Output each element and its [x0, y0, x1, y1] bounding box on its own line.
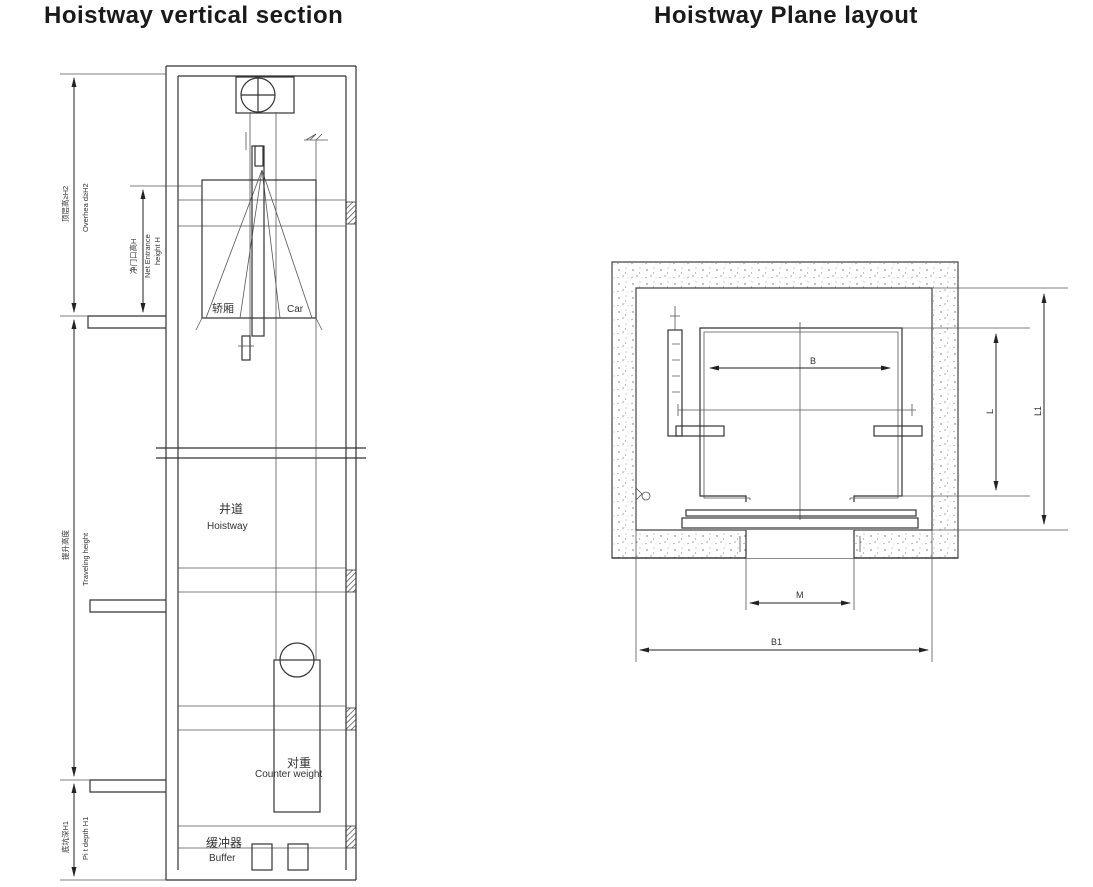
entrance-cn-label: 净门口高H [128, 239, 138, 274]
buffer-en-label: Buffer [209, 853, 236, 864]
hoistway-walls [165, 65, 357, 881]
dim-l1-label: L1 [1033, 406, 1043, 416]
plane-layout: B L L1 M B1 [611, 261, 1068, 662]
buffer: 缓冲器 Buffer [206, 835, 309, 871]
travel-cn-label: 提升高度 [60, 530, 70, 560]
counterweight-cn-label: 对重 [287, 756, 311, 770]
buffer-cn-label: 缓冲器 [206, 835, 242, 850]
pit-cn-label: 底坑深H1 [60, 821, 70, 853]
dim-m-label: M [796, 590, 804, 600]
plane-dimensions: B L L1 M B1 [635, 287, 1068, 662]
car-en-label: Car [287, 304, 304, 315]
hoistway-cn-label: 井道 [219, 502, 243, 516]
dim-b-label: B [810, 356, 816, 366]
overhead-en-label: Overhea d≥H2 [81, 183, 90, 232]
vertical-section: 轿厢 Car 井道 Hoistway 对重 Counter weight 缓冲器… [60, 65, 366, 881]
vertical-dimensions: 顶层高≥H2 Overhea d≥H2 净门口高H Net Entrance h… [60, 73, 202, 881]
entrance-en2-label: height H [153, 237, 162, 265]
entrance-en1-label: Net Entrance [143, 234, 152, 278]
floor-slabs [87, 199, 366, 849]
vertical-section-title: Hoistway vertical section [44, 2, 344, 29]
dim-l-label: L [985, 409, 995, 414]
car-cn-label: 轿厢 [212, 301, 234, 315]
dim-b1-label: B1 [771, 637, 782, 647]
travel-en-label: Traveling height [81, 532, 90, 586]
counterweight: 对重 Counter weight [255, 642, 322, 813]
counterweight-en-label: Counter weight [255, 769, 322, 780]
elevator-car: 轿厢 Car [195, 132, 323, 361]
overhead-cn-label: 顶层高≥H2 [60, 186, 70, 222]
traction-machine [235, 76, 295, 114]
car-plan [635, 306, 923, 529]
plane-layout-title: Hoistway Plane layout [654, 2, 918, 29]
pit-en-label: Pi t depth H1 [81, 817, 90, 860]
hoistway-en-label: Hoistway [207, 521, 248, 532]
